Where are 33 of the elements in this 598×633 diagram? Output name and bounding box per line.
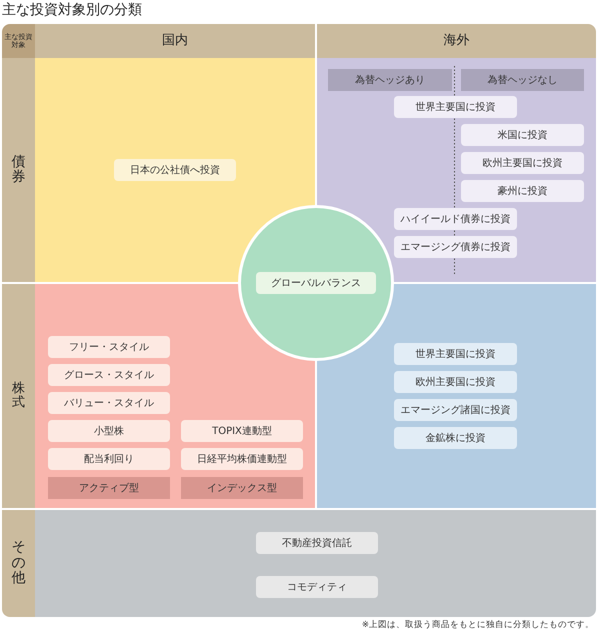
category-tag: 欧州主要国に投資 bbox=[394, 371, 517, 393]
category-tag: エマージング諸国に投資 bbox=[394, 399, 517, 421]
row-header: その他 bbox=[2, 510, 35, 617]
category-tag: 世界主要国に投資 bbox=[394, 343, 517, 365]
column-header: 国内 bbox=[35, 24, 315, 58]
row-header: 債券 bbox=[2, 58, 35, 282]
category-tag: 日経平均株価連動型 bbox=[181, 448, 303, 470]
column-header: 海外 bbox=[317, 24, 596, 58]
category-heading: 為替ヘッジあり bbox=[328, 69, 452, 91]
category-tag: 豪州に投資 bbox=[461, 180, 584, 202]
row-header: 株式 bbox=[2, 284, 35, 508]
category-heading: 為替ヘッジなし bbox=[461, 69, 584, 91]
category-tag: ハイイールド債券に投資 bbox=[394, 208, 517, 230]
category-tag: TOPIX連動型 bbox=[181, 420, 303, 442]
category-tag: 配当利回り bbox=[48, 448, 170, 470]
category-tag: コモディティ bbox=[256, 576, 378, 598]
category-tag: 欧州主要国に投資 bbox=[461, 152, 584, 174]
category-tag: グロース・スタイル bbox=[48, 364, 170, 386]
category-heading: インデックス型 bbox=[181, 477, 303, 499]
category-tag: 米国に投資 bbox=[461, 124, 584, 146]
diagram-title: 主な投資対象別の分類 bbox=[2, 1, 142, 19]
quadrant-panel bbox=[35, 510, 596, 617]
category-tag: 金鉱株に投資 bbox=[394, 427, 517, 449]
category-tag: グローバルバランス bbox=[256, 272, 376, 294]
category-tag: 世界主要国に投資 bbox=[394, 96, 517, 118]
category-tag: 小型株 bbox=[48, 420, 170, 442]
category-tag: 不動産投資信託 bbox=[256, 532, 378, 554]
category-tag: バリュー・スタイル bbox=[48, 392, 170, 414]
category-heading: アクティブ型 bbox=[48, 477, 170, 499]
footnote: ※上図は、取扱う商品をもとに独自に分類したものです。 bbox=[362, 619, 594, 631]
category-tag: フリー・スタイル bbox=[48, 336, 170, 358]
category-tag: 日本の公社債へ投資 bbox=[114, 159, 236, 181]
category-tag: エマージング債券に投資 bbox=[394, 236, 517, 258]
